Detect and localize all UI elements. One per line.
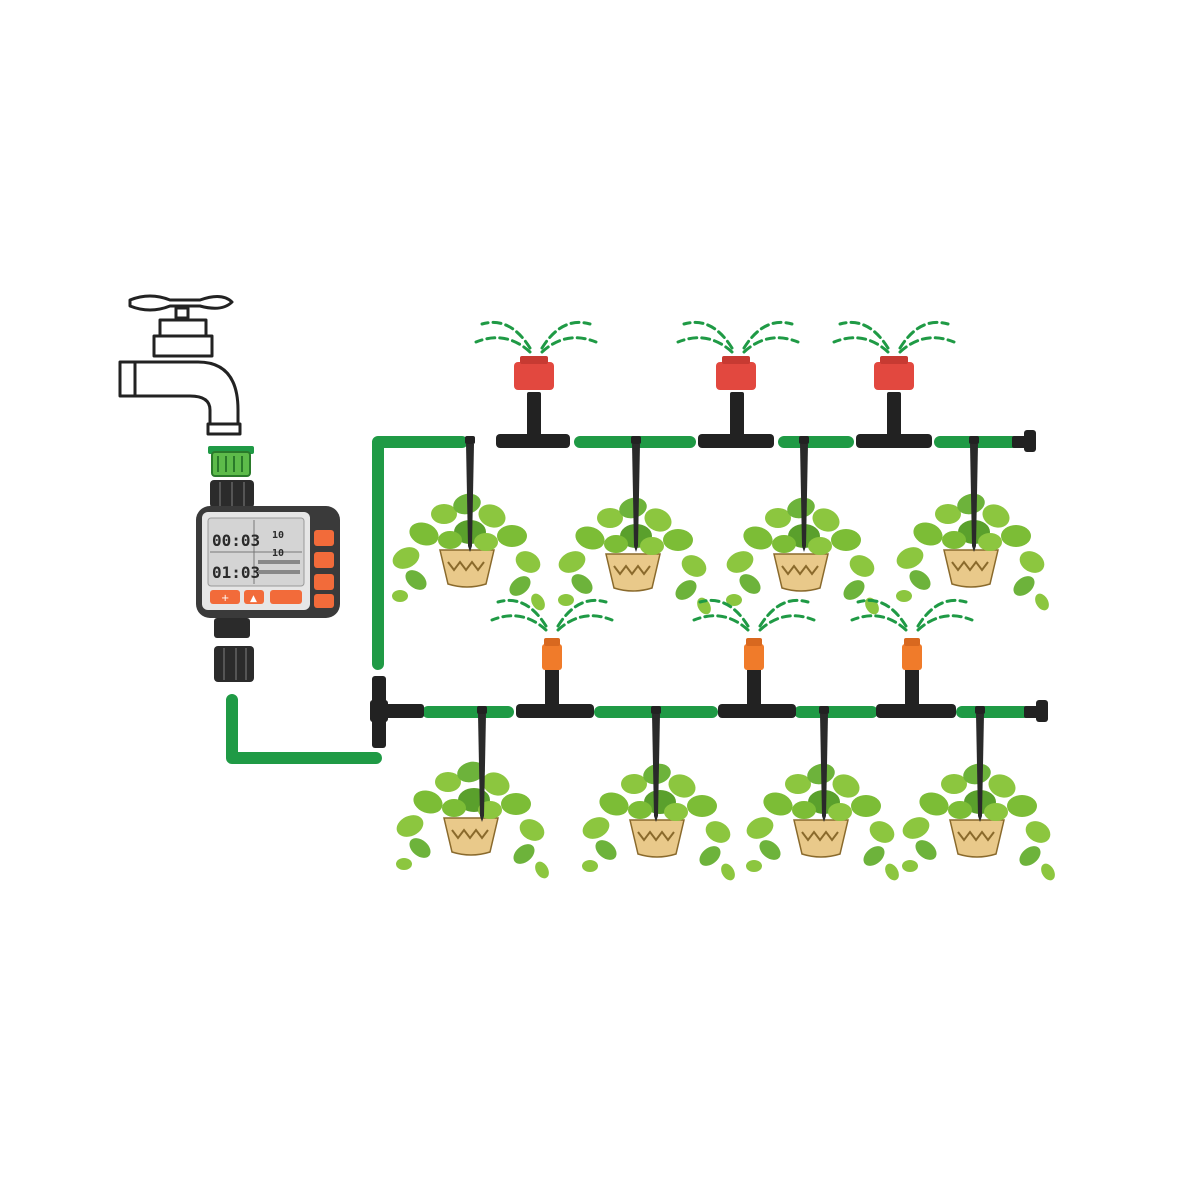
end-plug-icon bbox=[1024, 700, 1048, 722]
bottom-row bbox=[392, 598, 1059, 884]
timer-manual-button[interactable] bbox=[270, 590, 302, 604]
svg-text:+: + bbox=[221, 593, 229, 604]
adjustable-dripper-icon bbox=[850, 598, 974, 718]
svg-text:▲: ▲ bbox=[250, 594, 257, 604]
timer-side-button-1[interactable] bbox=[314, 530, 334, 546]
faucet-adapter-icon bbox=[208, 446, 254, 508]
timer-time-second: 01:03 bbox=[212, 563, 260, 582]
adjustable-dripper-icon bbox=[832, 320, 956, 448]
faucet-icon bbox=[118, 294, 242, 436]
tee-connector-icon bbox=[370, 676, 424, 748]
adjustable-dripper-icon bbox=[676, 320, 800, 448]
top-row bbox=[388, 320, 1053, 618]
adjustable-dripper-icon bbox=[474, 320, 598, 448]
timer-ok-button[interactable] bbox=[244, 590, 264, 604]
timer-value-top: 10 bbox=[272, 530, 284, 541]
adjustable-dripper-icon bbox=[692, 598, 816, 718]
potted-plant-icon bbox=[392, 757, 553, 882]
timer-side-button-3[interactable] bbox=[314, 574, 334, 590]
timer-time-main: 00:03 bbox=[212, 531, 260, 550]
adjustable-dripper-icon bbox=[490, 598, 614, 718]
timer-side-button-2[interactable] bbox=[314, 552, 334, 568]
water-timer-icon: 00:03 01:03 10 10 + ▲ bbox=[196, 506, 340, 682]
timer-value-mid: 10 bbox=[272, 548, 284, 559]
end-plug-icon bbox=[1012, 430, 1036, 452]
timer-side-button-4[interactable] bbox=[314, 594, 334, 608]
timer-plus-button[interactable] bbox=[210, 590, 240, 604]
